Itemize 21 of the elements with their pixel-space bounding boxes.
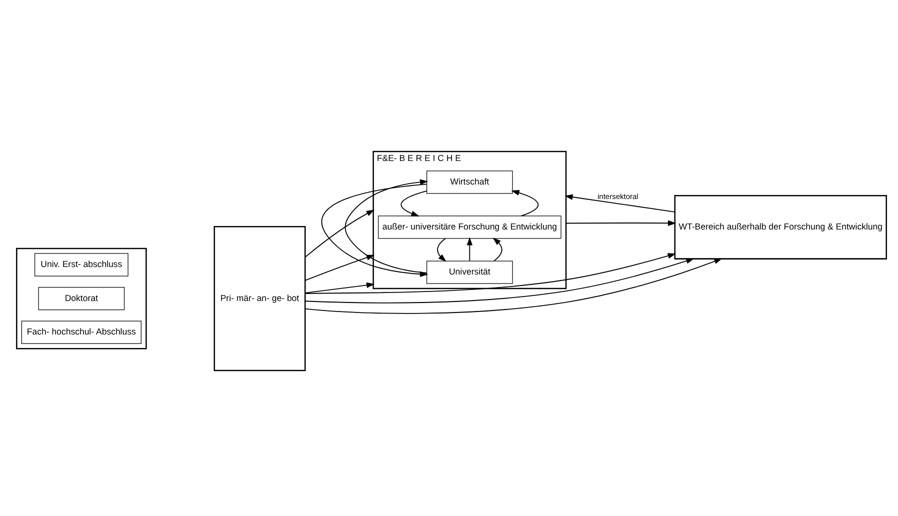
arrow	[492, 237, 502, 261]
node-box: Doktorat	[38, 286, 125, 310]
node-box: Wirtschaft	[426, 170, 513, 194]
arrow	[511, 190, 539, 216]
arrow	[566, 220, 676, 226]
arrow	[437, 238, 446, 262]
arrow	[400, 190, 428, 216]
arrow	[304, 258, 722, 314]
cluster	[16, 247, 147, 349]
arrow	[304, 282, 375, 293]
arrow	[564, 194, 676, 212]
arrow	[304, 209, 375, 258]
arrow	[304, 258, 694, 303]
node-box: Universität	[426, 260, 513, 284]
arrow	[466, 236, 472, 261]
node-box: Fach- hochschul- Abschluss	[21, 320, 142, 344]
arrow	[344, 178, 428, 273]
node-box: Pri- mär- an- ge- bot	[214, 225, 306, 371]
node-box: außer- universitäre Forschung & Entwicklung	[378, 215, 562, 238]
node-box: Univ. Erst- abschluss	[34, 252, 128, 276]
node-box: WT-Bereich außerhalb der Forschung & Entwicklung	[674, 194, 887, 259]
